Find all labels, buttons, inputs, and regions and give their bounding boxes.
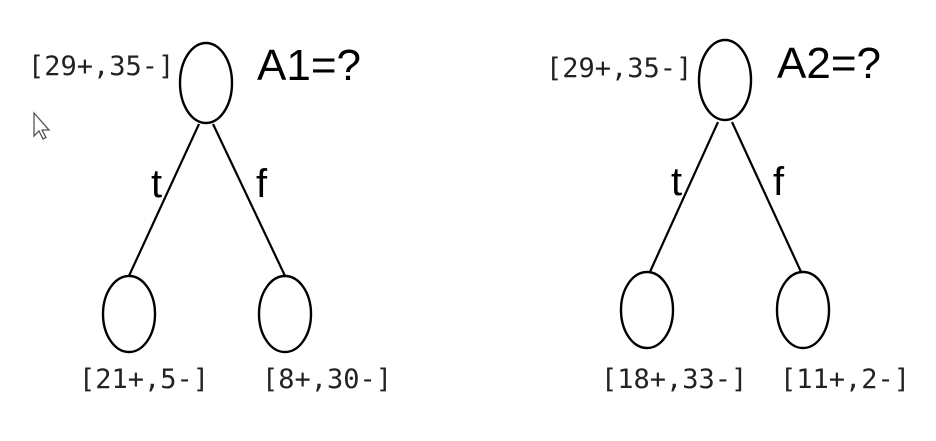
tree-a1-edge-true — [127, 123, 200, 279]
tree-a2-right-child-node — [775, 270, 831, 350]
tree-a2-left-child-counts: [18+,33-] — [601, 364, 747, 395]
tree-a1-root-node — [178, 41, 234, 125]
tree-a1-right-child-node — [257, 274, 313, 354]
tree-a2-edge-false-label: f — [773, 160, 785, 204]
tree-a1-left-child-node — [101, 274, 157, 354]
tree-a1-edge-true-label: t — [151, 162, 162, 206]
tree-a2-left-child-node — [619, 270, 675, 350]
tree-a1-right-child-counts: [8+,30-] — [262, 364, 392, 395]
tree-a1-left-child-counts: [21+,5-] — [79, 364, 209, 395]
tree-a1: A1=? [29+,35-] t f [21+,5-] [8+,30-] — [28, 41, 392, 395]
tree-a2-root-counts: [29+,35-] — [546, 53, 692, 84]
tree-a1-edge-false — [212, 123, 287, 279]
tree-a2-right-child-counts: [11+,2-] — [780, 364, 910, 395]
tree-a1-attribute-label: A1=? — [257, 41, 361, 90]
tree-a2-root-node — [697, 38, 753, 122]
tree-a2-edge-false — [731, 121, 803, 275]
tree-a2-attribute-label: A2=? — [777, 39, 881, 88]
tree-a1-root-counts: [29+,35-] — [28, 51, 174, 82]
tree-a2: A2=? [29+,35-] t f [18+,33-] [11+,2-] — [546, 38, 910, 395]
tree-a2-edge-true-label: t — [671, 160, 682, 204]
tree-a1-edge-false-label: f — [256, 162, 268, 206]
tree-a2-edge-true — [647, 121, 720, 275]
mouse-pointer-icon — [33, 111, 51, 140]
